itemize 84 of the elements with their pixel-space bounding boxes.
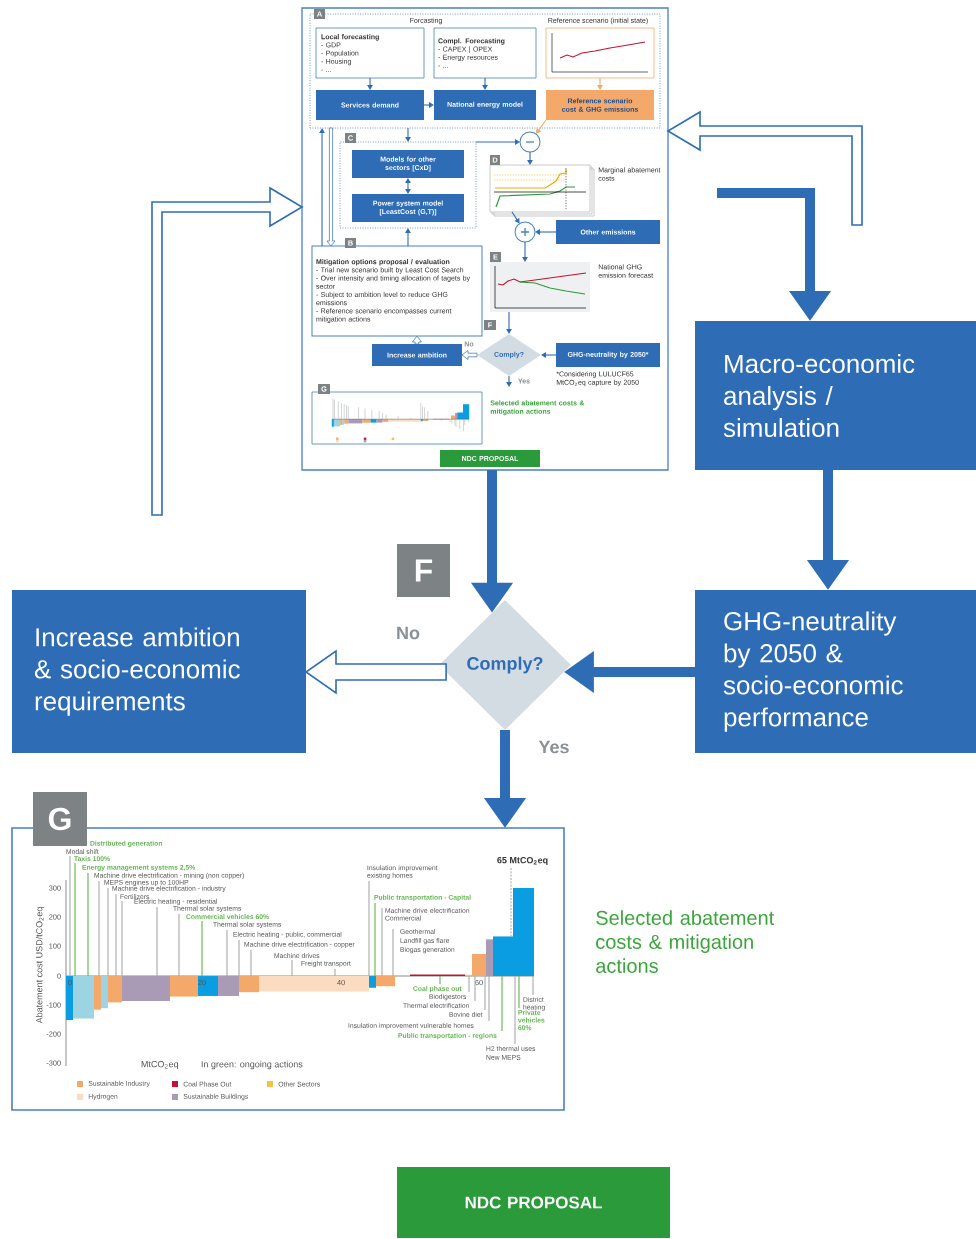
bar [66,976,73,1020]
process-box: GHG-neutrality by 2050 & socio-economic performance [695,590,976,753]
arrow [367,77,373,90]
connector [98,880,100,977]
letter-badge: F [397,544,450,597]
bar [486,939,493,976]
connector [488,975,490,1022]
hollow-arrow [304,649,447,695]
connector [374,902,376,977]
hollow-arrow [151,186,304,516]
connector [468,975,470,993]
caption-text: Selected abatement costs & mitigation actions [596,910,775,973]
hollow-arrow [412,335,422,345]
connector [368,880,370,977]
edge-label: No [395,626,421,640]
proposal-box: NDC PROPOSAL [397,1167,670,1238]
bar [198,976,218,996]
bar [108,976,122,1003]
connector [121,900,123,977]
arrow [535,229,557,235]
chart-note: In green: ongoing actions [201,1060,303,1070]
connector [334,968,336,977]
plus-circle [514,221,536,243]
connector [501,975,503,1032]
connector [74,862,76,977]
axis-title: MtCO$_{2}$eq [141,1060,179,1070]
bar [218,976,239,996]
connector [250,949,252,977]
arrow [541,352,557,358]
connector [392,928,394,977]
connector [439,975,441,985]
process-box: Increase ambition & socio-economic requirements [12,590,306,753]
bar [465,974,472,977]
bar [239,976,259,993]
connector [226,929,228,977]
letter-badge: G [33,792,87,846]
connector [514,975,516,1045]
arrow [522,241,528,262]
hollow-arrow [666,110,863,226]
connector [69,855,71,977]
bar [122,976,170,1001]
minus-circle [519,131,541,153]
line-chart-drawing [545,27,655,79]
connector [107,887,109,977]
bar [259,976,369,992]
arrow [475,139,520,145]
hollow-arrow [326,127,336,247]
arrow [405,228,411,247]
arrow [319,128,325,247]
thumbnail-frame [301,7,669,471]
connector [201,920,203,977]
arrow [506,311,512,334]
bar [94,975,101,1010]
connector [238,939,240,977]
connector [291,959,293,977]
connector [474,975,476,1002]
bar [73,975,94,1019]
bar [170,976,198,997]
bar [376,976,395,987]
connector [115,893,117,977]
connector [532,975,534,996]
connector [518,975,520,1009]
process-box: Macro-economic analysis / simulation [695,321,976,470]
double-arrow [405,178,411,194]
arrow [423,102,434,108]
arrow [405,127,411,142]
bar [369,976,376,988]
edge-label: Yes [537,740,571,754]
axis-title: Abatement cost USD/tCO$_{2}$eq [35,907,45,1024]
connector [381,907,383,977]
bar [472,954,486,976]
hollow-arrow [461,350,478,360]
arrow [482,77,488,90]
bar [410,974,465,977]
arrow [527,151,533,165]
connector [87,872,89,977]
connector [178,913,180,977]
bar [101,976,108,1009]
connector [156,906,158,977]
arrow [506,375,512,387]
connector [484,975,486,1011]
total-label: 65 MtCO$_{2}$eq [497,856,548,866]
bar [493,936,513,976]
arrow [597,77,603,90]
